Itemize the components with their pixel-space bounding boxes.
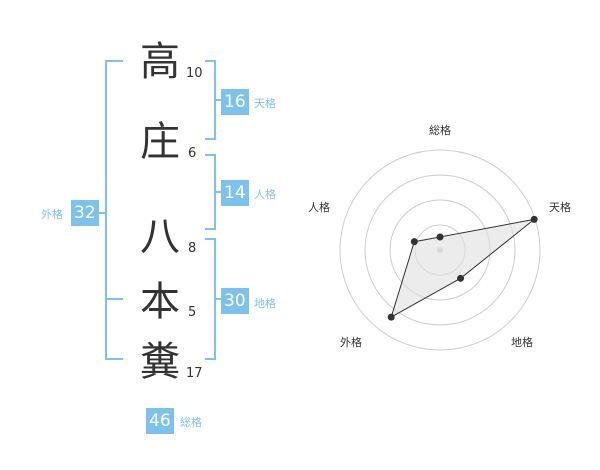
- stroke-count-3: 8: [188, 241, 197, 256]
- jinkaku-connector: [215, 191, 221, 193]
- stroke-count-5: 17: [186, 366, 203, 381]
- radar-point-0: [436, 233, 444, 241]
- radar-label-chikaku: 地格: [511, 336, 533, 349]
- name-char-3: 八: [140, 214, 180, 260]
- tenkaku-label: 天格: [254, 97, 276, 110]
- radar-label-tenkaku: 天格: [549, 201, 571, 214]
- tenkaku-connector: [215, 99, 221, 101]
- gaikaku-connector: [99, 212, 106, 214]
- radar-label-soukaku: 総格: [429, 124, 451, 137]
- name-char-4: 本: [140, 279, 180, 325]
- stroke-count-2: 6: [188, 146, 197, 161]
- radar-label-gaikaku: 外格: [340, 336, 362, 349]
- radar-grid-ring: [339, 149, 541, 351]
- radar-point-3: [387, 313, 395, 321]
- radar-label-jinkaku: 人格: [308, 201, 330, 214]
- chikaku-label: 地格: [254, 297, 276, 310]
- gaikaku-label: 外格: [41, 208, 63, 221]
- stroke-count-1: 10: [186, 66, 203, 81]
- chikaku-value-badge: 30: [221, 288, 249, 314]
- radar-value-polygon: [390, 218, 535, 319]
- radar-point-4: [410, 238, 418, 246]
- name-char-2: 庄: [140, 119, 180, 165]
- gaikaku-bracket: [105, 60, 123, 360]
- name-char-5: 糞: [140, 339, 180, 385]
- radar-point-2: [457, 274, 465, 282]
- name-char-1: 高: [140, 39, 180, 85]
- gaikaku-value-badge: 32: [71, 200, 99, 226]
- stroke-count-4: 5: [188, 305, 197, 320]
- jinkaku-value-badge: 14: [221, 180, 249, 206]
- soukaku-label: 総格: [180, 416, 202, 429]
- soukaku-value-badge: 46: [146, 408, 174, 434]
- jinkaku-label: 人格: [254, 188, 276, 201]
- gaikaku-divider: [105, 298, 123, 300]
- radar-grid-ring: [364, 174, 516, 326]
- chikaku-connector: [215, 298, 221, 300]
- tenkaku-value-badge: 16: [221, 89, 249, 115]
- radar-point-1: [530, 215, 538, 223]
